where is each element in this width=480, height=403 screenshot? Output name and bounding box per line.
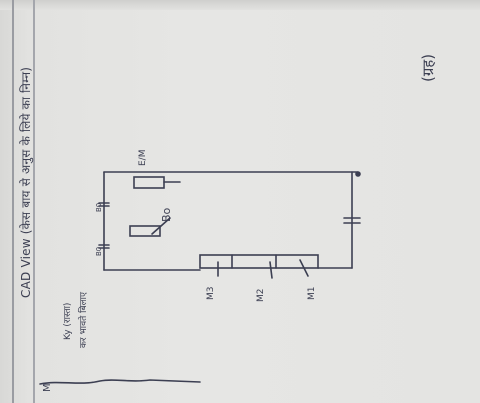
margin-mark: M xyxy=(42,383,53,392)
label-bo: Bo xyxy=(160,207,173,222)
m2-lead xyxy=(269,261,273,279)
label-m2: M2 xyxy=(256,288,266,303)
bo-lead xyxy=(151,217,171,235)
junction-dot xyxy=(355,171,361,177)
label-em: E/M xyxy=(138,149,148,166)
component-m-block xyxy=(199,254,319,269)
margin-rule-left xyxy=(12,0,14,403)
paper-edge xyxy=(0,0,480,10)
component-bo xyxy=(129,225,161,237)
margin-note-line1: Ky (रास्ता) xyxy=(63,302,73,340)
margin-note-line2: कर भावते बिलाए xyxy=(79,292,89,348)
corner-note: (ग्रह) xyxy=(419,53,437,82)
label-m3: M3 xyxy=(206,286,216,301)
margin-squiggle xyxy=(39,379,201,385)
component-em xyxy=(133,176,165,189)
label-left-bottom: B0 xyxy=(95,246,103,256)
margin-rule-right xyxy=(33,0,35,403)
label-left-top: B0 xyxy=(95,202,103,212)
m1-lead xyxy=(299,259,309,277)
label-m1: M1 xyxy=(307,286,317,301)
